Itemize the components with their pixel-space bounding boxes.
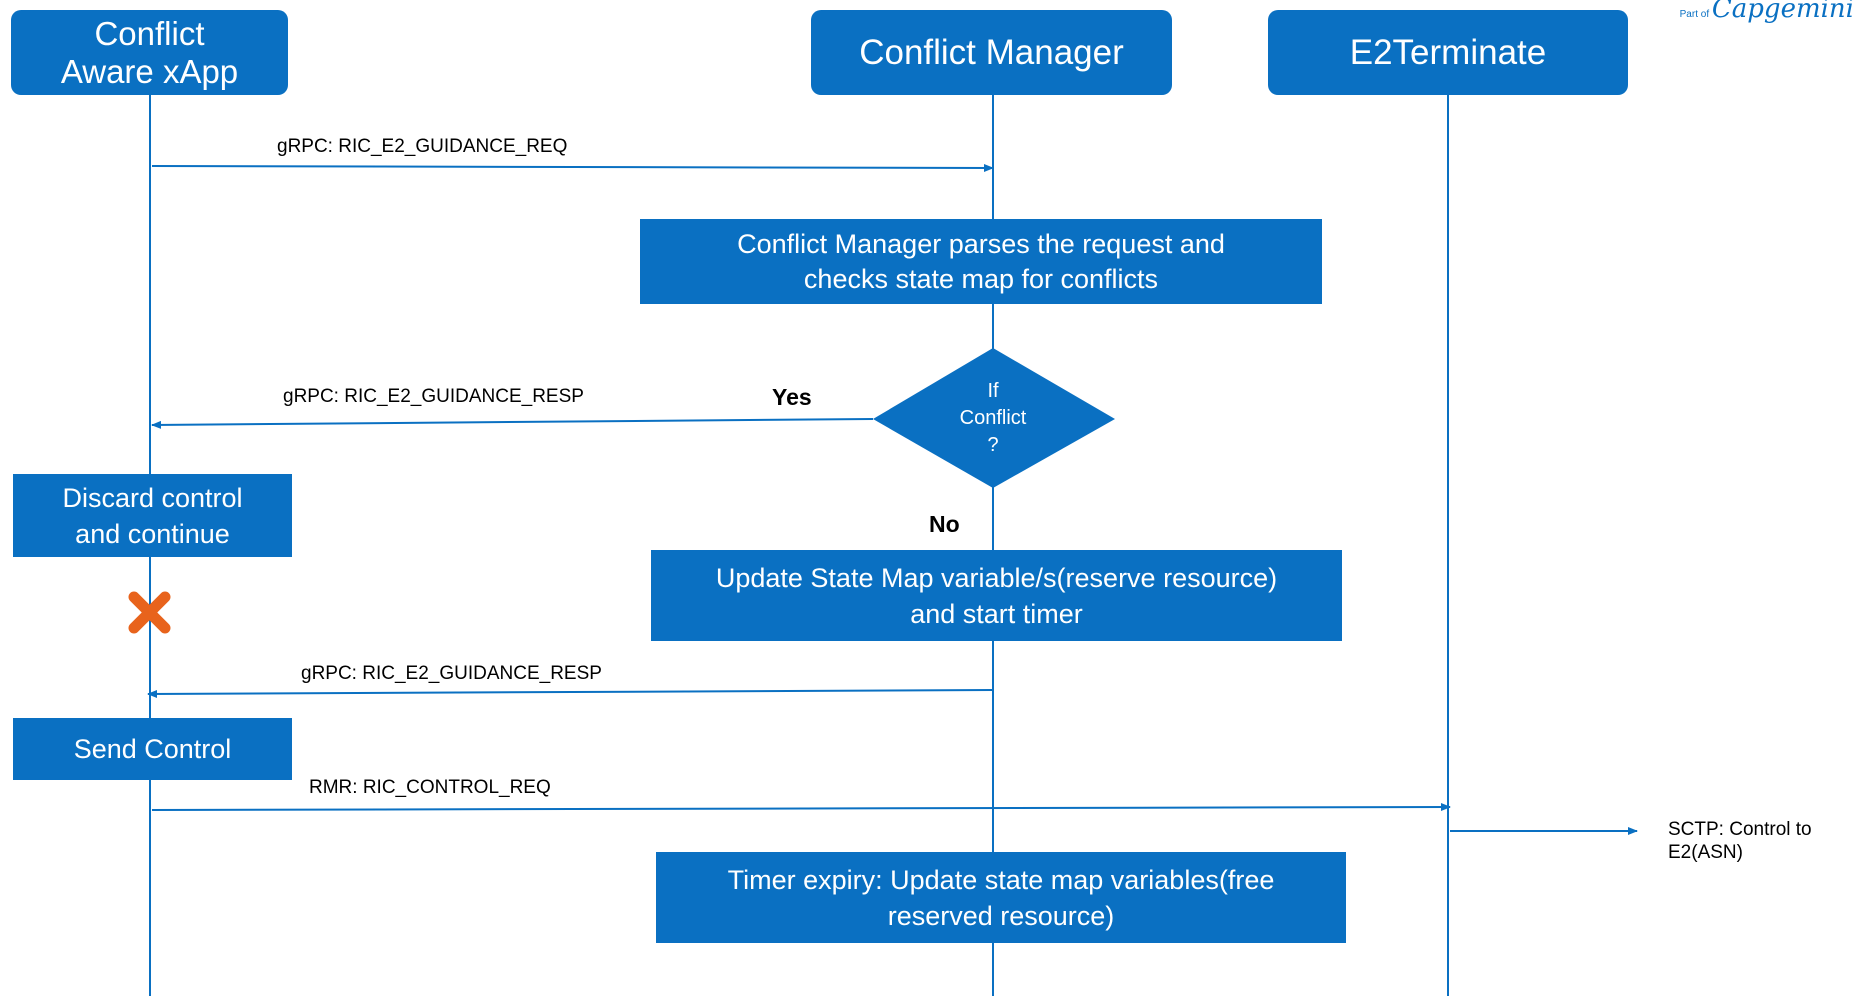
guidance-resp-no-label: gRPC: RIC_E2_GUIDANCE_RESP xyxy=(301,663,602,684)
timer-expiry-box: Timer expiry: Update state map variables… xyxy=(656,852,1346,943)
conflict-decision-diamond xyxy=(873,348,1115,488)
decision-no-label: No xyxy=(929,511,960,537)
guidance-resp-no-arrow xyxy=(147,689,994,698)
guidance-resp-yes-label: gRPC: RIC_E2_GUIDANCE_RESP xyxy=(283,386,584,407)
guidance-resp-yes-arrow xyxy=(151,418,874,429)
update-state-map-box: Update State Map variable/s(reserve reso… xyxy=(651,550,1342,641)
conflict-decision-question: If Conflict ? xyxy=(959,380,1027,456)
control-req-label: RMR: RIC_CONTROL_REQ xyxy=(309,777,551,798)
sctp-label: SCTP: Control to E2(ASN) xyxy=(1668,819,1812,863)
participant-xapp: Conflict Aware xApp xyxy=(11,10,288,95)
guidance-req-arrow xyxy=(151,163,994,172)
decision-yes-label: Yes xyxy=(772,384,812,410)
guidance-req-label: gRPC: RIC_E2_GUIDANCE_REQ xyxy=(277,136,568,157)
participant-e2term: E2Terminate xyxy=(1268,10,1628,95)
discard-cross-icon xyxy=(128,591,171,634)
participant-conflict-manager: Conflict Manager xyxy=(811,10,1172,95)
parse-request-box: Conflict Manager parses the request and … xyxy=(640,219,1322,304)
discard-control-box: Discard control and continue xyxy=(13,474,292,557)
send-control-box: Send Control xyxy=(13,718,292,780)
capgemini-logo: Part of Capgemini xyxy=(1679,0,1854,24)
control-req-arrow xyxy=(151,803,1451,812)
